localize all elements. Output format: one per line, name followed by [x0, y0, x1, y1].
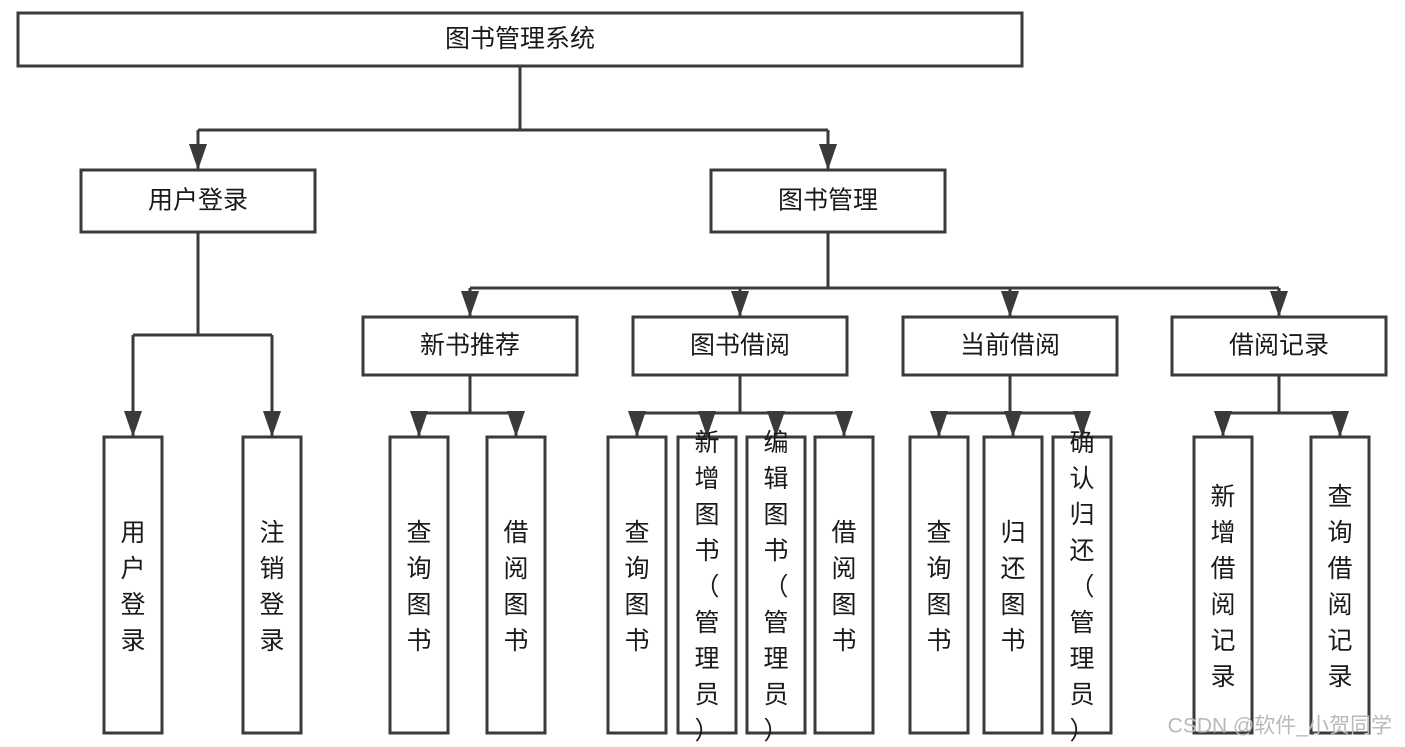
arrow-head-icon	[1270, 291, 1288, 317]
arrow-head-icon	[461, 291, 479, 317]
arrow-head-icon	[1004, 411, 1022, 437]
node-box[interactable]	[16, 11, 1024, 68]
node-book-manage[interactable]: 图书管理	[709, 168, 947, 234]
arrow-head-icon	[1331, 411, 1349, 437]
node-label: 编辑图书（管理员）	[763, 429, 788, 745]
node-box[interactable]	[361, 315, 579, 377]
node-leaf-borrow-book-1[interactable]: 借阅图书	[485, 435, 547, 735]
edges-layer	[124, 66, 1349, 437]
node-box[interactable]	[102, 435, 164, 735]
node-box[interactable]	[606, 435, 668, 735]
node-label: 图书管理	[778, 187, 878, 215]
node-label: 查询借阅记录	[1327, 483, 1352, 691]
arrow-head-icon	[698, 411, 716, 437]
node-borrow-record[interactable]: 借阅记录	[1170, 315, 1388, 377]
node-label: 图书管理系统	[445, 25, 595, 53]
arrow-head-icon	[410, 411, 428, 437]
node-leaf-edit-book[interactable]: 编辑图书（管理员）	[745, 429, 807, 745]
node-root[interactable]: 图书管理系统	[16, 11, 1024, 68]
arrow-head-icon	[1001, 291, 1019, 317]
node-box[interactable]	[241, 435, 303, 735]
node-label: 归还图书	[1000, 519, 1025, 655]
arrow-head-icon	[731, 291, 749, 317]
node-box[interactable]	[79, 168, 317, 234]
node-box[interactable]	[813, 435, 875, 735]
node-leaf-user-logout[interactable]: 注销登录	[241, 435, 303, 735]
node-book-borrow[interactable]: 图书借阅	[631, 315, 849, 377]
arrow-head-icon	[767, 411, 785, 437]
arrow-head-icon	[1073, 411, 1091, 437]
node-leaf-borrow-book-2[interactable]: 借阅图书	[813, 435, 875, 735]
node-label: 注销登录	[259, 519, 284, 655]
node-leaf-add-record[interactable]: 新增借阅记录	[1192, 435, 1254, 735]
node-box[interactable]	[676, 435, 738, 735]
node-box[interactable]	[1192, 435, 1254, 735]
node-leaf-confirm-return[interactable]: 确认归还（管理员）	[1051, 429, 1113, 745]
node-box[interactable]	[709, 168, 947, 234]
arrow-head-icon	[930, 411, 948, 437]
node-new-book-rec[interactable]: 新书推荐	[361, 315, 579, 377]
node-box[interactable]	[1170, 315, 1388, 377]
node-leaf-query-book-1[interactable]: 查询图书	[388, 435, 450, 735]
arrow-head-icon	[263, 411, 281, 437]
node-box[interactable]	[631, 315, 849, 377]
node-leaf-query-book-3[interactable]: 查询图书	[908, 435, 970, 735]
node-label: 新增图书（管理员）	[694, 429, 719, 745]
node-label: 借阅记录	[1229, 332, 1329, 360]
node-label: 查询图书	[406, 519, 431, 655]
node-box[interactable]	[388, 435, 450, 735]
node-label: 确认归还（管理员）	[1069, 429, 1094, 745]
node-label: 用户登录	[120, 519, 145, 655]
node-label: 借阅图书	[503, 519, 528, 655]
node-label: 借阅图书	[831, 519, 856, 655]
node-box[interactable]	[1309, 435, 1371, 735]
node-leaf-query-book-2[interactable]: 查询图书	[606, 435, 668, 735]
node-leaf-return-book[interactable]: 归还图书	[982, 435, 1044, 735]
node-label: 用户登录	[148, 187, 248, 215]
node-box[interactable]	[901, 315, 1119, 377]
node-label: 查询图书	[624, 519, 649, 655]
nodes-layer: 图书管理系统用户登录图书管理新书推荐图书借阅当前借阅借阅记录用户登录注销登录查询…	[16, 11, 1388, 745]
node-box[interactable]	[485, 435, 547, 735]
node-box[interactable]	[745, 435, 807, 735]
node-leaf-add-book[interactable]: 新增图书（管理员）	[676, 429, 738, 745]
node-box[interactable]	[1051, 435, 1113, 735]
node-user-login[interactable]: 用户登录	[79, 168, 317, 234]
arrow-head-icon	[628, 411, 646, 437]
arrow-head-icon	[835, 411, 853, 437]
arrow-head-icon	[189, 144, 207, 170]
node-label: 当前借阅	[960, 332, 1060, 360]
arrow-head-icon	[819, 144, 837, 170]
node-leaf-query-record[interactable]: 查询借阅记录	[1309, 435, 1371, 735]
node-label: 图书借阅	[690, 332, 790, 360]
arrow-head-icon	[124, 411, 142, 437]
node-box[interactable]	[982, 435, 1044, 735]
node-current-borrow[interactable]: 当前借阅	[901, 315, 1119, 377]
arrow-head-icon	[1214, 411, 1232, 437]
node-leaf-user-login[interactable]: 用户登录	[102, 435, 164, 735]
watermark-label: CSDN @软件_小贺同学	[1168, 715, 1392, 738]
node-box[interactable]	[908, 435, 970, 735]
node-label: 新书推荐	[420, 332, 520, 360]
node-label: 新增借阅记录	[1210, 483, 1235, 691]
arrow-head-icon	[507, 411, 525, 437]
node-label: 查询图书	[926, 519, 951, 655]
